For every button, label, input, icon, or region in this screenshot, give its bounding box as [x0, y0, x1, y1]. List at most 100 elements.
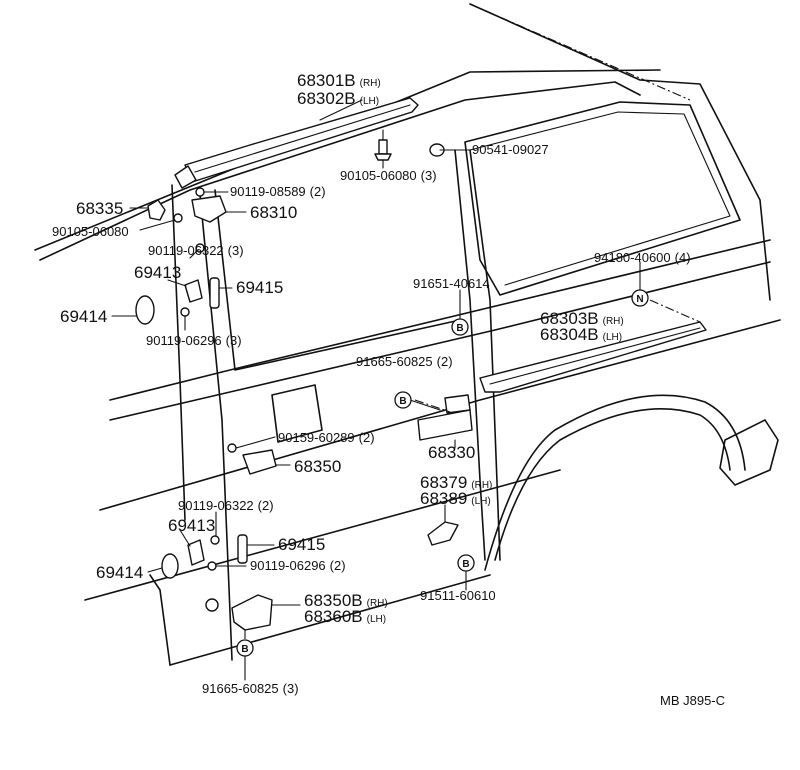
leader-91665-2: [409, 399, 441, 411]
part-labels: 68301B(RH) 68302B(LH) 90541-09027 90105-…: [52, 71, 725, 708]
bracket-68379: [427, 521, 459, 546]
rear-door-edge: [454, 149, 486, 561]
label-68389: 68389(LH): [420, 489, 491, 508]
label-69413-lower: 69413: [168, 516, 215, 535]
label-69413: 69413: [134, 263, 181, 282]
striker-bracket: [444, 394, 471, 414]
body-mid-line: [99, 319, 781, 511]
label-68310: 68310: [250, 203, 297, 222]
diagram-code: MB J895-C: [660, 693, 725, 708]
leader-69413-lower: [179, 529, 191, 547]
fuel-lid-opening: [271, 384, 323, 443]
hinge-69413-upper: [184, 279, 203, 303]
lower-hinge-roller: [205, 598, 219, 612]
lower-hinge-plate: [231, 594, 273, 631]
label-68304b: 68304B(LH): [540, 325, 622, 344]
marker-b-3-text: B: [462, 559, 469, 570]
marker-n-text: N: [636, 294, 643, 305]
label-68335: 68335: [76, 199, 123, 218]
body-low-line: [84, 469, 561, 601]
label-90105-06080: 90105-06080: [52, 224, 129, 239]
quarter-window-inner: [469, 111, 731, 286]
label-91651-40614: 91651-40614: [413, 276, 490, 291]
label-90119-06296-2: 90119-06296(2): [250, 558, 346, 573]
roof-upper-line: [34, 69, 661, 251]
marker-b-3: B: [457, 554, 475, 572]
striker-assembly: [414, 394, 473, 441]
marker-b-4: B: [236, 639, 254, 657]
roof-molding-ridge: [194, 104, 411, 173]
leader-90105: [139, 219, 176, 231]
label-68302b: 68302B(LH): [297, 89, 379, 108]
striker-leader: [414, 399, 451, 413]
side-molding-leader: [649, 299, 701, 323]
bracket-68335: [147, 199, 166, 221]
hinge-69414-upper: [135, 295, 155, 325]
label-69415-lower: 69415: [278, 535, 325, 554]
clip-90159-60289: [227, 443, 237, 453]
wheel-arch-outer: [484, 394, 746, 571]
label-90159-60289: 90159-60289(2): [278, 430, 375, 445]
leader-68301b: [319, 99, 363, 121]
rear-door-edge-2: [469, 149, 501, 561]
roof-inner-line: [39, 81, 641, 261]
label-69414: 69414: [60, 307, 107, 326]
screw-90119-06296-upper: [180, 307, 190, 317]
front-pillar-line: [171, 184, 186, 521]
label-68301b: 68301B(RH): [297, 71, 381, 90]
label-90541-09027: 90541-09027: [472, 142, 549, 157]
label-69415: 69415: [236, 278, 283, 297]
leader-69414-lower: [147, 567, 163, 573]
marker-b-2: B: [394, 391, 412, 409]
label-94180-40600: 94180-40600(4): [594, 250, 691, 265]
roof-clip: [374, 129, 392, 161]
label-68360b: 68360B(LH): [304, 607, 386, 626]
lower-hinge-bracket: [205, 594, 273, 652]
label-68379: 68379(RH): [420, 473, 492, 492]
roof-molding: [174, 97, 419, 189]
label-90119-06296-3: 90119-06296(3): [146, 333, 242, 348]
side-molding-ridge: [489, 327, 701, 385]
marker-b-1: B: [451, 318, 469, 336]
screw-90119-06322-lower: [210, 535, 220, 545]
roof-clip-head: [374, 153, 392, 161]
hinge-69414-lower: [161, 553, 179, 579]
label-90119-06322-3: 90119-06322(3): [148, 243, 244, 258]
side-molding: [479, 299, 707, 393]
rocker-line: [169, 574, 491, 666]
hinge-69415-upper: [209, 277, 220, 309]
label-69414-lower: 69414: [96, 563, 143, 582]
label-68330: 68330: [428, 443, 475, 462]
label-91665-60825-3: 91665-60825(3): [202, 681, 299, 696]
label-90119-06322-2: 90119-06322(2): [178, 498, 274, 513]
label-68350: 68350: [294, 457, 341, 476]
center-pillar-front: [199, 194, 233, 661]
roof-molding-body: [184, 97, 419, 183]
screw-90119-06296-lower: [207, 561, 217, 571]
label-91665-60825-2: 91665-60825(2): [356, 354, 453, 369]
label-91511-60610: 91511-60610: [420, 588, 496, 603]
roof-edge: [469, 3, 771, 301]
label-90119-08589: 90119-08589(2): [230, 184, 326, 199]
latch-68350: [242, 449, 277, 475]
hinge-69413-lower: [187, 539, 205, 566]
wheel-arch: [494, 408, 731, 561]
marker-b-4-text: B: [241, 644, 248, 655]
roof-clip-stem: [378, 139, 388, 155]
marker-b-1-text: B: [456, 323, 463, 334]
leader-lines: [111, 99, 641, 681]
belt-line: [109, 239, 771, 401]
leader-90159: [235, 436, 276, 449]
roof-molding-end: [174, 165, 197, 189]
marker-b-2-text: B: [399, 396, 406, 407]
hinge-69415-lower: [237, 534, 248, 564]
label-90105-06080-3: 90105-06080(3): [340, 168, 437, 183]
leader-90119-06322: [189, 249, 199, 259]
bracket-68310: [191, 195, 227, 223]
label-68350b: 68350B(RH): [304, 591, 388, 610]
leader-69413: [167, 279, 187, 287]
label-68303b: 68303B(RH): [540, 309, 624, 328]
front-lower-edge: [149, 574, 171, 666]
